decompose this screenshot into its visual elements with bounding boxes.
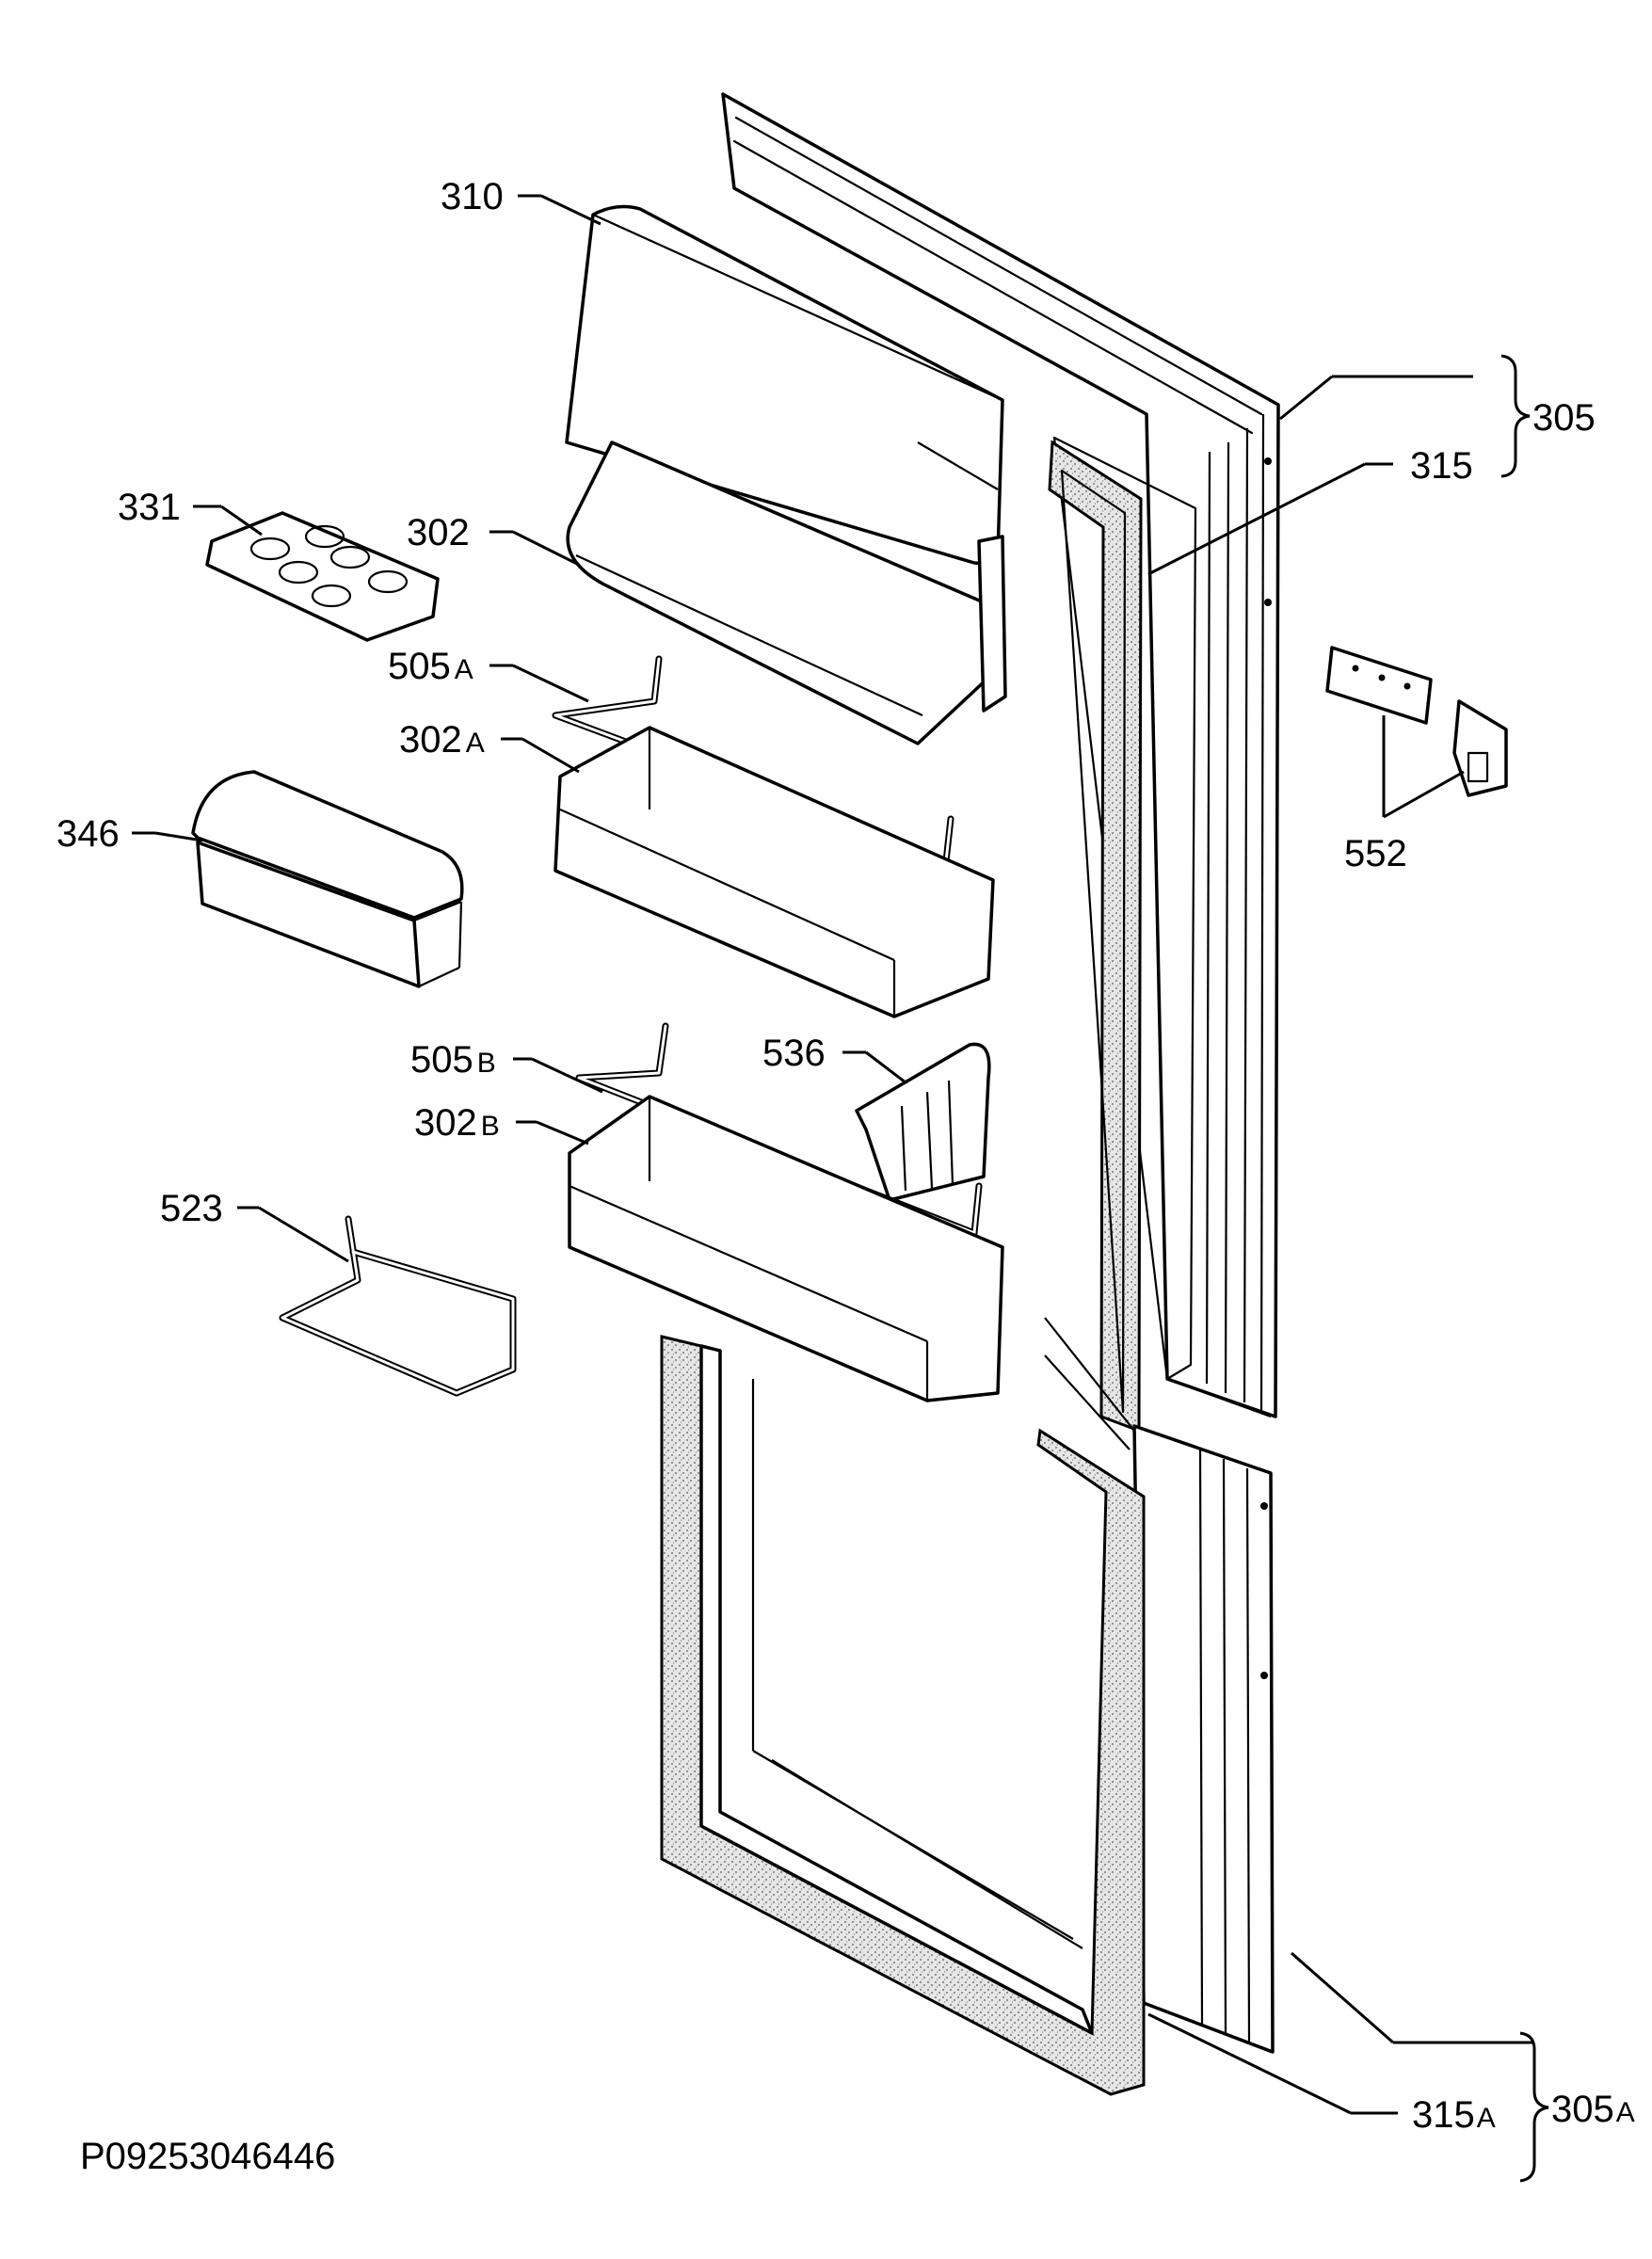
wire-holder-part-523 xyxy=(279,1215,517,1397)
callout-346: 346 xyxy=(56,813,120,855)
dairy-compartment-part-302 xyxy=(566,441,1007,745)
callout-331: 331 xyxy=(118,487,181,528)
hinge-hole-icon xyxy=(1264,457,1272,465)
door-shelf-part-302a xyxy=(553,726,995,1018)
callout-523: 523 xyxy=(160,1188,223,1229)
callout-536: 536 xyxy=(762,1033,826,1074)
bottle-divider-part-536 xyxy=(855,1042,991,1202)
door-shelf-part-302b xyxy=(568,1095,1004,1402)
callout-315a: 315A xyxy=(1412,2094,1496,2136)
callout-305a: 305A xyxy=(1551,2089,1635,2130)
hinge-hole-icon xyxy=(1260,1672,1268,1679)
callout-305: 305 xyxy=(1532,397,1596,439)
egg-tray-part-331 xyxy=(205,511,440,642)
callout-310: 310 xyxy=(441,176,504,217)
lower-door-part-305a xyxy=(1132,1424,1275,2054)
upper-door-gasket-part-315 xyxy=(1044,440,1143,1450)
butter-dish-part-346 xyxy=(191,770,464,988)
brace-305 xyxy=(1500,354,1531,478)
hinge-bracket-part-552 xyxy=(1325,646,1508,797)
lower-door-gasket-part-315a xyxy=(660,1335,1146,2096)
callout-302: 302 xyxy=(407,512,470,553)
leader-lines xyxy=(132,194,1534,2115)
bottle-rail-part-505a xyxy=(552,655,954,865)
bottle-rail-part-505b xyxy=(575,1022,983,1237)
callout-552: 552 xyxy=(1344,833,1407,874)
drawing-reference-number: P09253046446 xyxy=(80,2136,335,2177)
brace-305a xyxy=(1519,2031,1549,2183)
hinge-hole-icon xyxy=(1260,1502,1268,1510)
hinge-hole-icon xyxy=(1264,599,1272,606)
callout-315: 315 xyxy=(1410,445,1473,487)
